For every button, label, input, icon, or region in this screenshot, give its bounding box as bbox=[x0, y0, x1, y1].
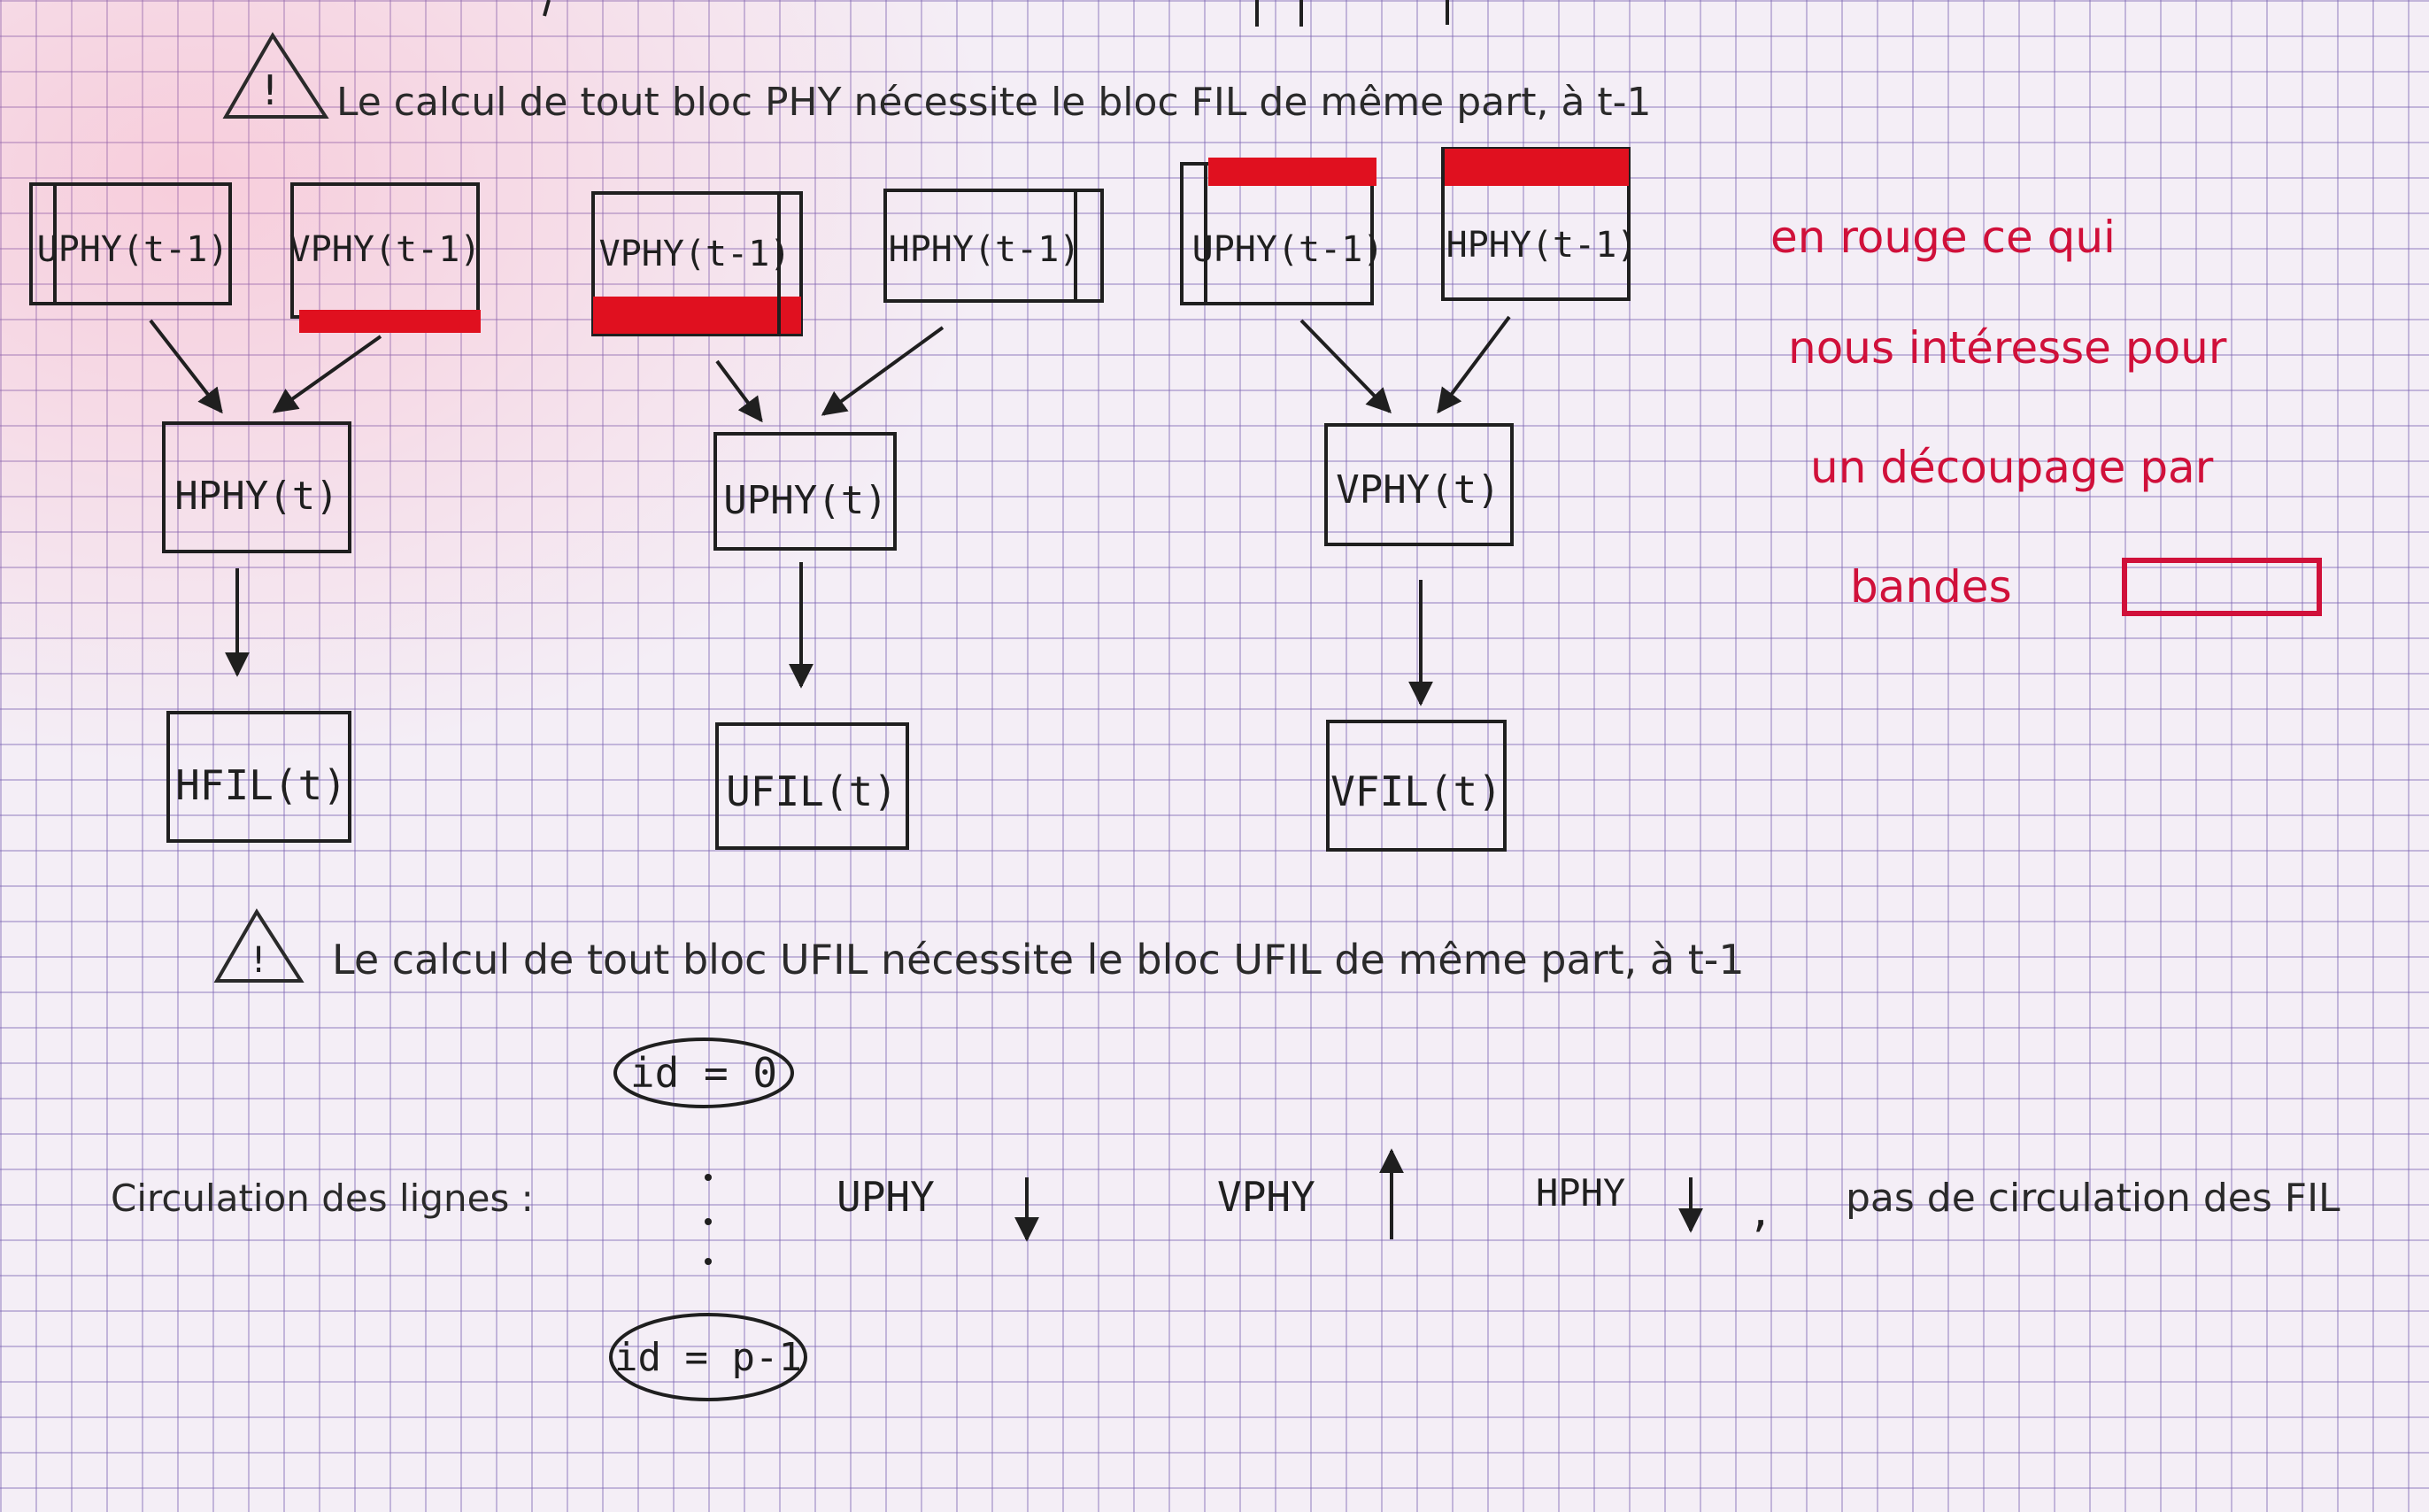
input-label: HPHY(t-1) bbox=[1446, 225, 1639, 266]
svg-text:!: ! bbox=[248, 940, 269, 981]
id-bottom-label: id = p-1 bbox=[614, 1335, 802, 1380]
warning-note-2: ! Le calcul de tout bloc UFIL nécessite … bbox=[213, 908, 1745, 984]
group-hphy: UPHY(t-1) VPHY(t-1) HPHY(t) HFIL(t) bbox=[29, 182, 482, 843]
legend-line-1: en rouge ce qui bbox=[1770, 212, 2116, 263]
phy-box bbox=[1324, 423, 1514, 546]
dependency-arrow bbox=[1437, 315, 1511, 414]
dependency-arrow bbox=[272, 335, 382, 413]
phy-label: HPHY(t) bbox=[174, 474, 338, 519]
legend-line-4: bandes bbox=[1850, 561, 2012, 613]
svg-text:,: , bbox=[1748, 1188, 1773, 1236]
input-label: HPHY(t-1) bbox=[889, 229, 1081, 270]
legend-line-2: nous intéresse pour bbox=[1788, 322, 2227, 374]
fil-box bbox=[1326, 720, 1507, 852]
input-box-uphy bbox=[29, 182, 232, 305]
hphy-label: HPHY bbox=[1536, 1171, 1625, 1215]
vphy-label: VPHY bbox=[1217, 1173, 1315, 1221]
fil-label: VFIL(t) bbox=[1330, 768, 1502, 815]
input-label: VPHY(t-1) bbox=[289, 229, 482, 270]
warning-1-text: Le calcul de tout bloc PHY nécessite le … bbox=[336, 80, 1652, 125]
fil-note: pas de circulation des FIL bbox=[1846, 1176, 2340, 1221]
phy-box bbox=[713, 432, 897, 551]
group-uphy: VPHY(t-1) HPHY(t-1) UPHY(t) UFIL(t) bbox=[591, 189, 1104, 850]
uphy-label: UPHY bbox=[837, 1173, 935, 1221]
fil-label: HFIL(t) bbox=[175, 761, 347, 809]
id-top-oval bbox=[613, 1038, 794, 1108]
band-example-box bbox=[2122, 558, 2322, 616]
id-top-label: id = 0 bbox=[630, 1049, 777, 1097]
dependency-arrow bbox=[715, 359, 763, 423]
red-legend: en rouge ce qui nous intéresse pour un d… bbox=[1770, 212, 2322, 616]
svg-text:!: ! bbox=[258, 66, 282, 114]
red-band bbox=[299, 310, 481, 333]
input-box-vphy bbox=[591, 191, 803, 336]
dependency-arrow bbox=[1299, 319, 1392, 414]
legend-line-3: un découpage par bbox=[1810, 442, 2214, 493]
circulation-section: Circulation des lignes : id = 0 id = p-1… bbox=[111, 1038, 2340, 1401]
fil-label: UFIL(t) bbox=[726, 768, 898, 815]
red-band bbox=[1445, 149, 1629, 186]
warning-2-text: Le calcul de tout bloc UFIL nécessite le… bbox=[332, 936, 1745, 984]
input-label: UPHY(t-1) bbox=[1192, 229, 1384, 270]
warning-triangle-icon bbox=[222, 32, 329, 119]
phy-box bbox=[162, 421, 351, 553]
red-band bbox=[1208, 158, 1376, 186]
phy-label: VPHY(t) bbox=[1336, 467, 1500, 513]
fil-box bbox=[166, 711, 351, 843]
dependency-arrow bbox=[821, 326, 945, 416]
warning-note-1: ! Le calcul de tout bloc PHY nécessite l… bbox=[222, 32, 1652, 125]
input-box-hphy bbox=[883, 189, 1104, 303]
phy-label: UPHY(t) bbox=[723, 478, 887, 523]
red-band bbox=[593, 297, 801, 334]
id-bottom-oval bbox=[609, 1313, 807, 1401]
fil-box bbox=[715, 722, 909, 850]
vertical-ellipsis bbox=[705, 1174, 712, 1265]
top-edge-strokes bbox=[543, 0, 1449, 27]
group-vphy: UPHY(t-1) HPHY(t-1) VPHY(t) VFIL(t) bbox=[1180, 147, 1639, 852]
circulation-label: Circulation des lignes : bbox=[111, 1176, 534, 1220]
dependency-arrow bbox=[149, 319, 223, 414]
input-label: UPHY(t-1) bbox=[37, 229, 229, 270]
input-label: VPHY(t-1) bbox=[599, 234, 791, 274]
warning-triangle-icon bbox=[213, 908, 305, 983]
